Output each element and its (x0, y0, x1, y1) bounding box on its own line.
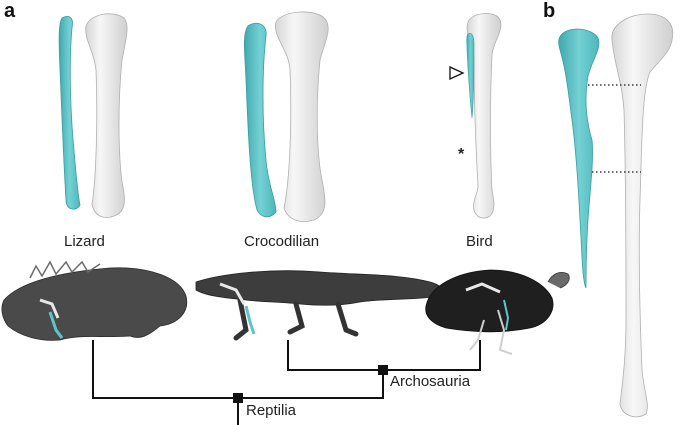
bird-limb-highlight (503, 299, 510, 331)
clade-label-archosauria: Archosauria (390, 373, 471, 390)
tree-branch-archosauria (238, 370, 384, 399)
crocodilian-bones (243, 11, 329, 222)
bird-silhouette (425, 269, 570, 355)
crocodilian-silhouette (195, 270, 443, 341)
bird-tibiotarsus (466, 13, 502, 219)
crest-marker-triangle (449, 65, 465, 81)
crocodilian-tibia (275, 11, 329, 222)
reptilia-node (233, 393, 243, 403)
lizard-bones (58, 13, 128, 218)
tree-branch-bird (383, 340, 481, 371)
lizard-silhouette (1, 260, 188, 341)
lizard-tibia (85, 13, 128, 218)
lizard-fibula (58, 16, 81, 210)
lizard-limb-highlight (48, 311, 64, 339)
crocodilian-limb-highlight (244, 305, 256, 335)
archosauria-node (378, 365, 388, 375)
crocodilian-fibula (243, 22, 277, 218)
taxon-label-bird: Bird (466, 233, 493, 250)
tree-branch-crocodilian (287, 340, 383, 371)
taxon-label-crocodilian: Crocodilian (244, 233, 320, 250)
bird-fibula (466, 33, 475, 119)
clade-label-reptilia: Reptilia (246, 402, 297, 419)
panel-b-bones (558, 13, 674, 418)
asterisk-marker: * (458, 146, 465, 163)
panel-label-b: b (543, 0, 556, 22)
panel-label-a: a (4, 0, 16, 22)
panel-b-fibula (558, 28, 600, 289)
panel-b-tibia (611, 13, 674, 418)
tree-branch-lizard (92, 340, 238, 399)
taxon-label-lizard: Lizard (64, 233, 105, 250)
bird-bones (449, 13, 502, 219)
